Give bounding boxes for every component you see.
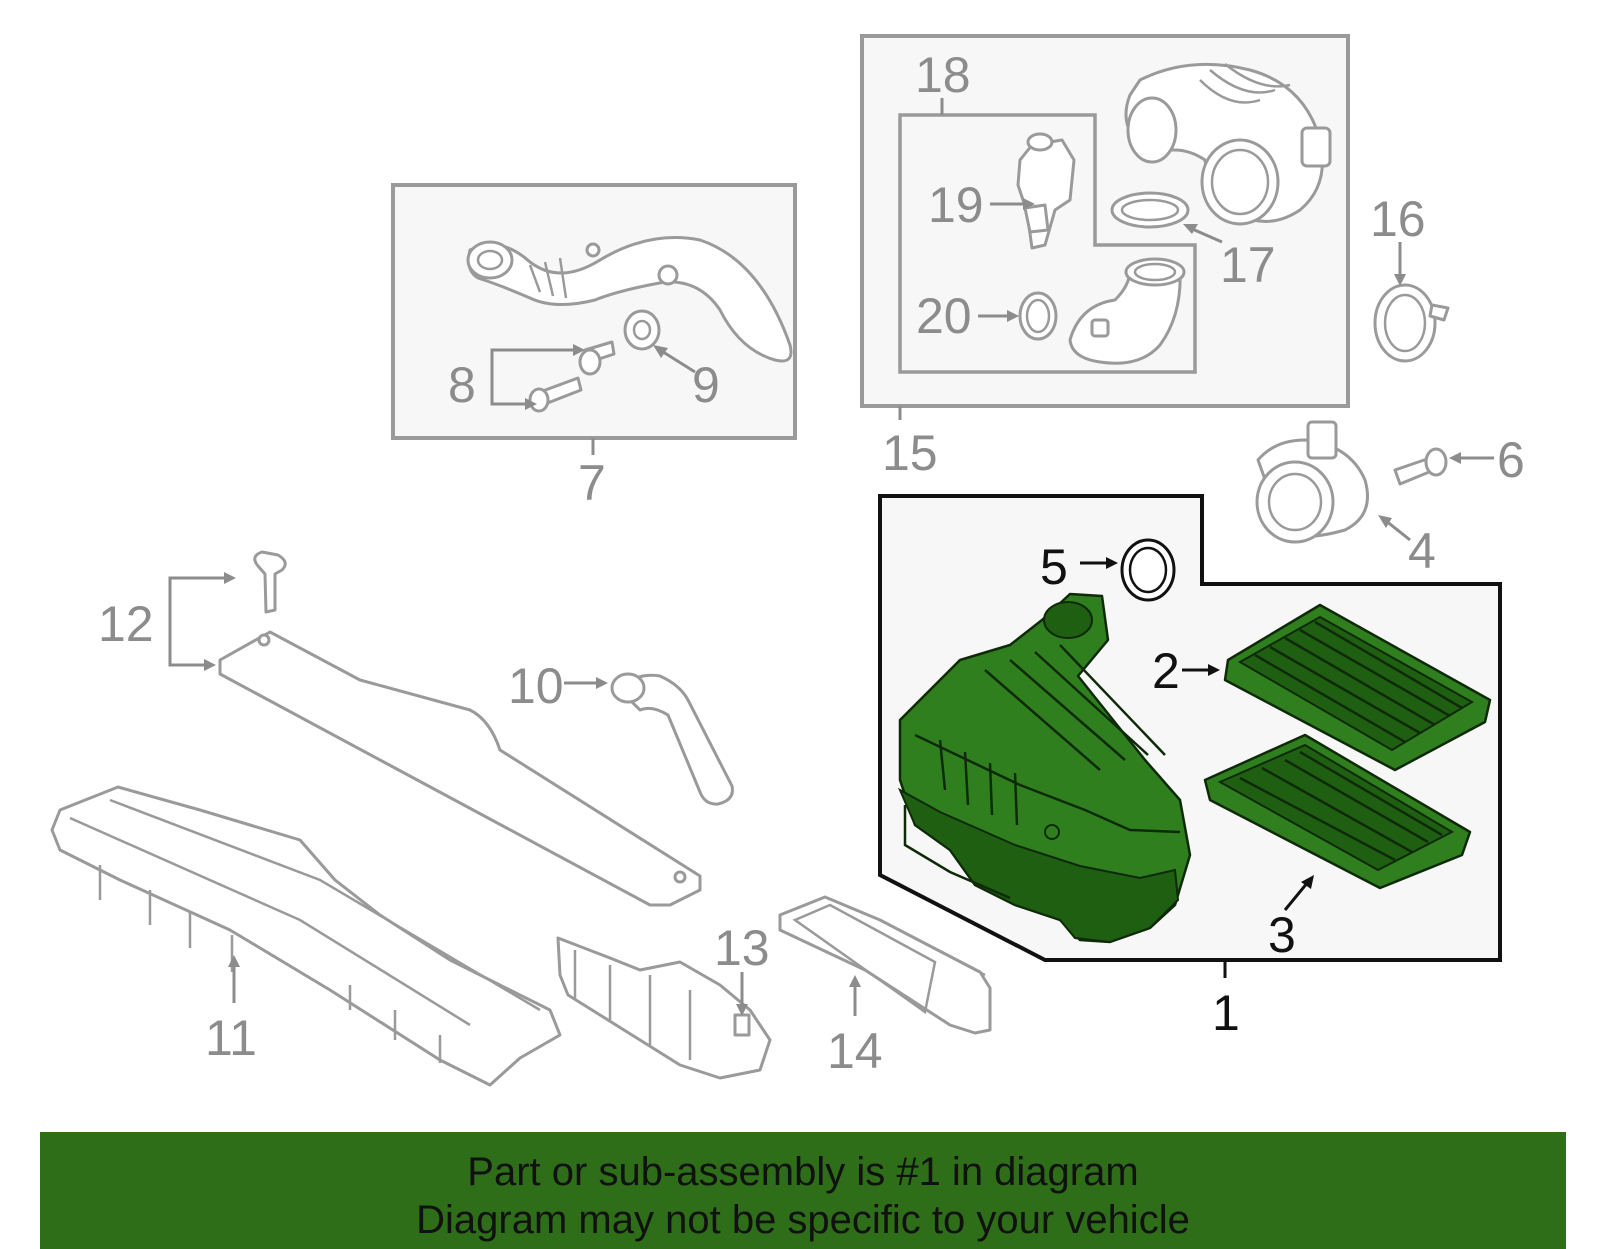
callout-2: 2: [1152, 643, 1180, 699]
leader-8: [490, 348, 578, 406]
callout-9: 9: [692, 357, 720, 413]
callout-14: 14: [827, 1023, 883, 1079]
callout-16: 16: [1370, 191, 1426, 247]
callout-15: 15: [882, 425, 938, 481]
callout-8: 8: [448, 357, 476, 413]
part-11-air-guide: [50, 785, 562, 1087]
part-16-clamp: [1373, 283, 1450, 363]
part-1-air-cleaner-housing: [897, 592, 1192, 944]
callout-13: 13: [714, 920, 770, 976]
callout-19: 19: [928, 177, 984, 233]
part-10-hose: [610, 672, 734, 806]
group-15-intake-hose: [860, 34, 1350, 408]
callout-1: 1: [1212, 985, 1240, 1041]
part-14-duct: [778, 895, 992, 1035]
info-banner: Part or sub-assembly is #1 in diagram Di…: [40, 1132, 1566, 1249]
banner-line-1: Part or sub-assembly is #1 in diagram: [467, 1150, 1139, 1194]
callout-18: 18: [915, 47, 971, 103]
callout-5: 5: [1040, 539, 1068, 595]
callout-20: 20: [916, 288, 972, 344]
callout-4: 4: [1408, 523, 1436, 579]
callout-11: 11: [205, 1010, 257, 1066]
callout-10: 10: [508, 658, 564, 714]
part-4-mass-airflow-sensor: [1255, 420, 1369, 544]
part-3-lower-cover: [1203, 733, 1472, 890]
callout-3: 3: [1268, 907, 1296, 963]
part-13-bracket: [556, 936, 772, 1080]
part-5-seal: [1120, 538, 1176, 602]
banner-line-2: Diagram may not be specific to your vehi…: [416, 1198, 1190, 1242]
callout-7: 7: [578, 455, 606, 511]
part-2-filter-element: [1223, 603, 1492, 772]
callout-6: 6: [1497, 432, 1525, 488]
part-6-bolt: [1393, 447, 1448, 486]
part-12-air-duct-and-clip: [218, 550, 702, 907]
callout-17: 17: [1220, 237, 1276, 293]
parts-diagram: 7 8 9 18 19 17 20: [50, 34, 1525, 1087]
callout-12: 12: [98, 596, 154, 652]
group-7-intake-pipe: [391, 183, 797, 440]
